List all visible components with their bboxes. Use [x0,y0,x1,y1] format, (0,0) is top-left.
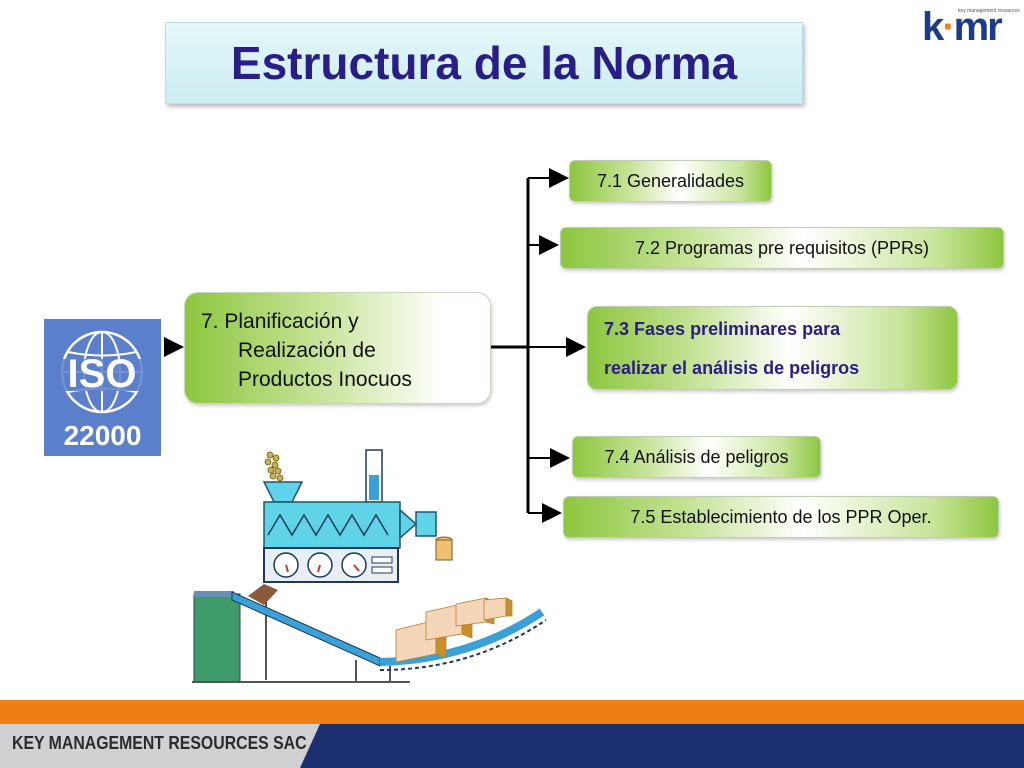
logo-k: k [922,5,944,49]
footer-navy-band [300,724,1024,768]
node-7-3-fases-preliminares: 7.3 Fases preliminares para realizar el … [587,306,958,390]
logo-mr: mr [953,5,1003,49]
iso-22000-badge: ISO 22000 [44,319,161,456]
node-7-4-analisis: 7.4 Análisis de peligros [572,436,821,478]
globe-icon: ISO [50,330,155,414]
iso-word: ISO [68,352,137,396]
node-7-5-establecimiento: 7.5 Establecimiento de los PPR Oper. [563,496,999,538]
main-node-line2: Realización de [238,339,376,362]
main-node-planificacion: 7. Planificación y Realización de Produc… [184,292,491,404]
footer-company-name: KEY MANAGEMENT RESOURCES SAC [12,733,307,753]
node-7-2-programas: 7.2 Programas pre requisitos (PPRs) [560,227,1004,269]
node-7-1-generalidades: 7.1 Generalidades [569,160,772,202]
node-7-3-line2: realizar el análisis de peligros [604,358,860,378]
node-7-3-line1: 7.3 Fases preliminares para [604,319,841,339]
iso-number: 22000 [63,420,142,451]
kmr-logo: k·mr key management resources [922,5,1020,49]
main-node-line1: 7. Planificación y [201,310,359,333]
logo-tagline: key management resources [958,8,1020,14]
title-banner: Estructura de la Norma [165,22,803,104]
page-title: Estructura de la Norma [230,37,738,89]
production-line-illustration [192,449,547,683]
main-node-line3: Productos Inocuos [238,368,412,391]
footer-orange-band [0,700,1024,724]
